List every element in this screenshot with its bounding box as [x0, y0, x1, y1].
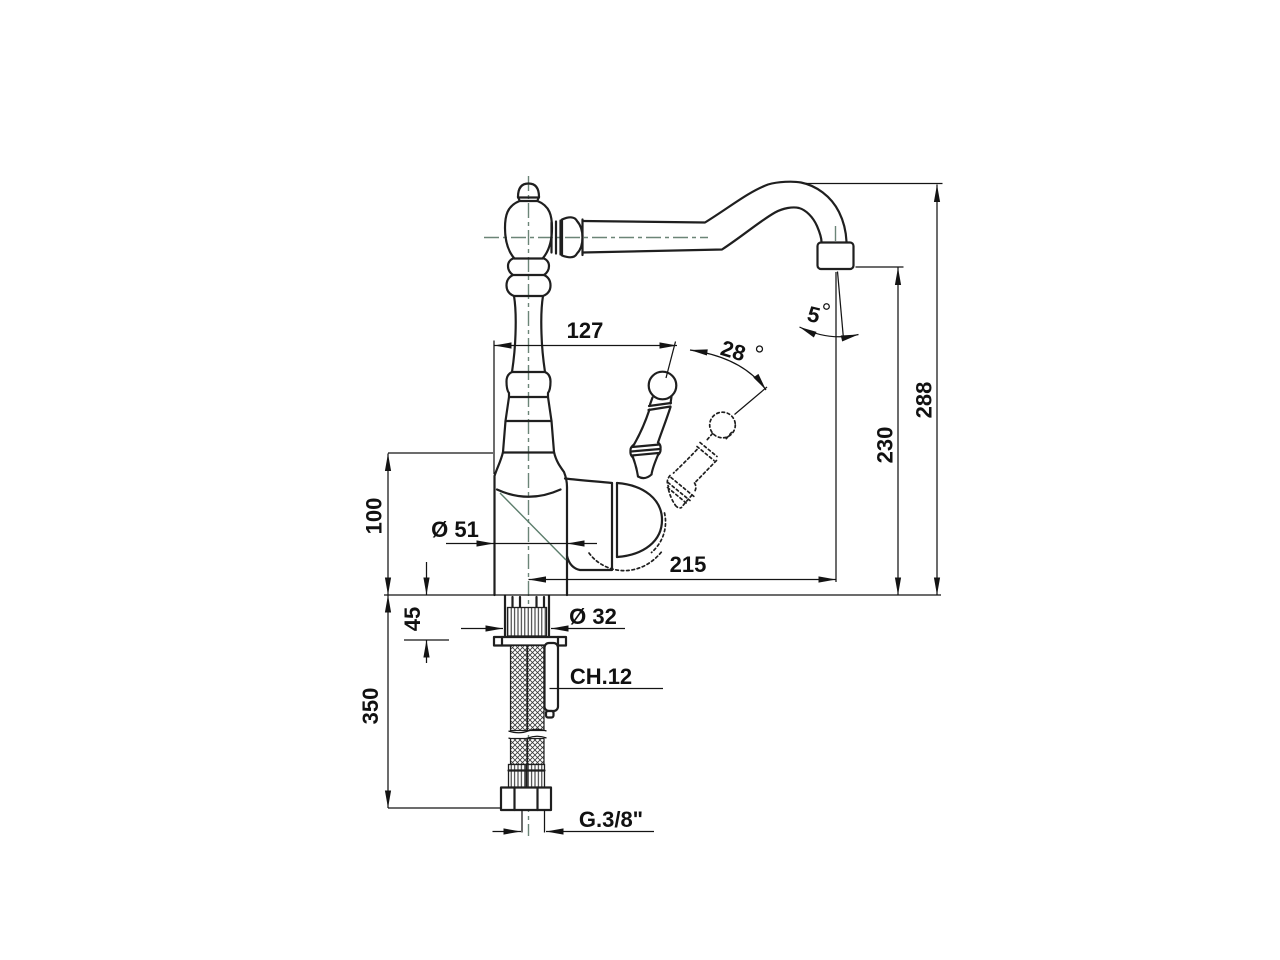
faucet-outline [493, 180, 855, 597]
dim-spray-angle: 5 [799, 271, 859, 342]
aerator-block [816, 241, 855, 271]
hose-collar-left [507, 763, 527, 789]
housing-dome [615, 481, 664, 559]
hose-left-lower [509, 737, 528, 766]
handle-base [631, 453, 660, 480]
dim-label-5: 5 [805, 301, 823, 328]
dim-label-ch12: CH.12 [570, 664, 632, 689]
dome-hidden-edge-dashed [650, 512, 667, 554]
dim-mounting-hole-diameter: Ø 32 [461, 604, 625, 632]
dim-label-230: 230 [873, 427, 898, 464]
dim-hose-hex: CH.12 [549, 664, 663, 690]
dim-label-127: 127 [567, 318, 604, 343]
dim-spout-pivot-offset: 127 [493, 318, 677, 474]
handle-neck-rings [647, 401, 673, 412]
handle-neck-rings-dashed [696, 441, 718, 462]
section-diagonal [499, 492, 567, 561]
spout-bottom-edge [581, 206, 823, 254]
handle-collar-dashed [666, 474, 697, 494]
ch12-pipe [543, 641, 560, 713]
under-deck-assembly [492, 594, 568, 833]
dim-total-height: 288 [806, 182, 943, 595]
degree-symbol-28 [755, 345, 764, 353]
dim-supply-thread: G.3/8" [492, 807, 654, 835]
handle-collar-rings [629, 443, 662, 457]
dim-spout-reach: 215 [528, 272, 837, 583]
degree-symbol-5 [823, 303, 830, 310]
housing-top-edge [563, 477, 614, 485]
dim-label-350: 350 [358, 688, 383, 725]
dim-body-height-above-deck: 100 [362, 452, 493, 595]
handle-shaft [632, 405, 672, 446]
body-shoulder-curve [495, 488, 562, 498]
handle-open-position [629, 370, 678, 480]
dim-label-28: 28 [718, 335, 749, 366]
handle-base-dashed [667, 488, 693, 509]
finial-dome [516, 182, 541, 199]
dim-label-100: 100 [362, 498, 387, 535]
dim-label-45: 45 [400, 607, 425, 631]
hose-right-lower [526, 737, 545, 766]
hose-right-upper [526, 644, 545, 732]
dim-hose-drop-length: 350 [358, 595, 501, 809]
handle-swing-arc-dashed [588, 549, 664, 572]
housing-underside [565, 554, 614, 572]
dim-spout-outlet-height: 230 [855, 266, 904, 595]
dim-label-d51: Ø 51 [431, 517, 479, 542]
spout-collar-ribs [550, 219, 562, 256]
dim-label-g38: G.3/8" [579, 807, 643, 832]
handle-ball-dashed [708, 411, 737, 439]
handle-ball [647, 370, 678, 401]
handle-neck-dashed [705, 431, 733, 442]
mounting-nut [506, 606, 548, 637]
hex-fitting [499, 786, 553, 812]
column-left-profile [493, 195, 521, 597]
dim-label-d32: Ø 32 [569, 604, 617, 629]
handle-shaft-dashed [672, 448, 718, 483]
dim-label-215: 215 [670, 552, 707, 577]
handle-collar-rings-dashed [666, 476, 695, 505]
handle-rotated-position-dashed [588, 411, 737, 572]
column-ring-joints [501, 199, 556, 454]
ch12-pipe-foot [544, 709, 555, 719]
dim-body-diameter: Ø 51 [431, 517, 597, 547]
hose-left-upper [509, 644, 528, 732]
dim-deck-clamp-thickness: 45 [400, 562, 449, 663]
hose-collar-right [526, 763, 546, 789]
dim-label-288: 288 [912, 382, 937, 419]
dim-handle-swing-angle: 28 [689, 335, 768, 415]
spout-top-edge [581, 180, 848, 243]
